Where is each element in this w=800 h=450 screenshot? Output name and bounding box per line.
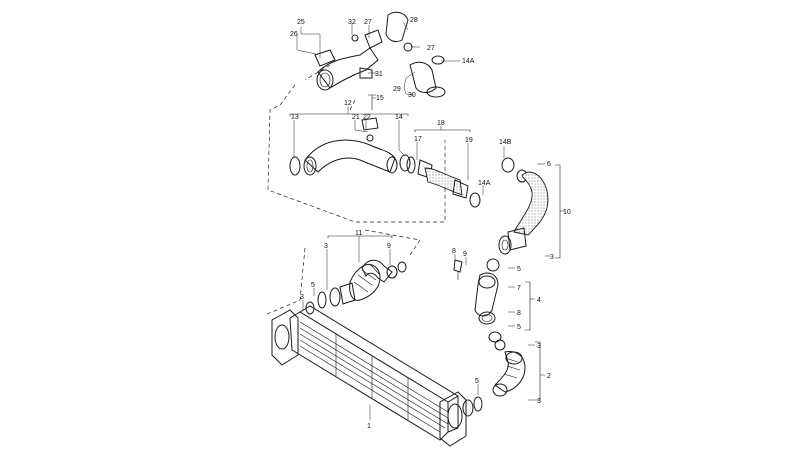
label-21: 21 [352,114,360,121]
label-8: 8 [452,248,456,255]
label-30: 30 [408,92,416,99]
label-1: 1 [367,423,371,430]
label-9: 9 [387,243,391,250]
label-3-far-left: 3 [300,294,304,301]
label-4: 4 [537,297,541,304]
intercooler-fins [299,321,449,433]
label-5-left: 5 [311,282,315,289]
label-31: 31 [375,71,383,78]
label-25: 25 [297,19,305,26]
label-15: 15 [376,95,384,102]
label-5-bottom: 5 [475,378,479,385]
top-air-duct [314,11,446,142]
label-7: 7 [517,285,521,292]
label-9-right: 9 [463,251,467,258]
label-3-left: 3 [324,243,328,250]
hose-2 [492,339,526,397]
hose-11-highlighted [317,259,407,309]
label-27-top: 27 [364,19,372,26]
group-brackets [289,113,561,401]
label-29: 29 [393,86,401,93]
callout-labels: 25 26 32 27 28 27 14A 31 29 30 15 12 13 … [290,17,571,430]
hose-18 [406,156,481,208]
pipe-12 [289,139,411,176]
label-18: 18 [437,120,445,127]
label-10: 10 [563,209,571,216]
label-22: 22 [363,114,371,121]
label-14a-mid: 14A [478,180,491,187]
label-5-right-1: 5 [517,266,521,273]
label-3-right-2a: 3 [537,343,541,350]
intercooler-1 [271,301,483,447]
label-26: 26 [290,31,298,38]
label-14: 14 [395,114,403,121]
label-3-right-2b: 3 [537,398,541,405]
label-11: 11 [355,230,362,237]
leader-lines [293,21,565,420]
upper-group-dashed-outline [267,84,446,223]
label-14a-top: 14A [462,58,475,65]
label-19: 19 [465,137,473,144]
label-28: 28 [410,17,418,24]
label-8-right: 8 [517,310,521,317]
upper-group-link-dashed [304,64,356,111]
label-12: 12 [344,100,352,107]
lower-group-dashed-outline [264,229,421,316]
pipe-4 [453,258,502,343]
label-2: 2 [547,373,551,380]
label-13: 13 [291,114,299,121]
label-27-right: 27 [427,45,435,52]
label-17: 17 [414,136,422,143]
label-3-right-upper: 3 [550,254,554,261]
label-6: 6 [547,161,551,168]
label-5-right-2: 5 [517,324,521,331]
hose-10 [498,157,549,255]
label-14b: 14B [499,139,512,146]
label-32: 32 [348,19,356,26]
